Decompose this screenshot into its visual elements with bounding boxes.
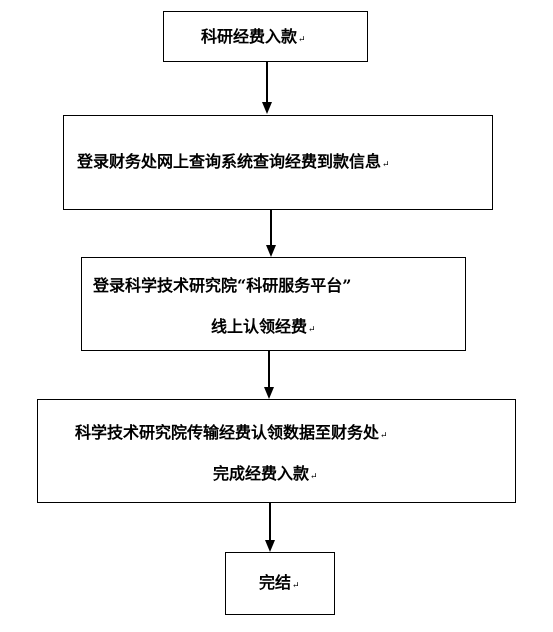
- step-3-text-line-1: 登录科学技术研究院“科研服务平台”: [93, 276, 351, 296]
- arrow-down-icon: [264, 351, 274, 399]
- paragraph-mark-icon: ↵: [380, 431, 388, 441]
- step-1-text: 科研经费入款↵: [201, 27, 306, 50]
- step-4-line-2: 完成经费入款: [213, 464, 310, 483]
- step-5-line-1: 完结: [259, 573, 292, 592]
- step-4-text-line-1: 科学技术研究院传输经费认领数据至财务处↵: [75, 423, 388, 446]
- arrow-down-icon: [265, 503, 275, 552]
- step-4-text-line-2: 完成经费入款↵: [213, 464, 318, 487]
- step-5-text: 完结↵: [259, 573, 300, 596]
- step-2-box: [63, 115, 493, 210]
- paragraph-mark-icon: ↵: [292, 581, 300, 591]
- step-3-box: [81, 257, 466, 351]
- arrow-down-icon: [262, 62, 272, 114]
- step-3-text-line-2: 线上认领经费↵: [211, 317, 316, 340]
- step-5-box: [225, 552, 335, 615]
- step-3-line-2: 线上认领经费: [211, 317, 308, 336]
- step-2-line-1: 登录财务处网上查询系统查询经费到款信息: [77, 152, 382, 171]
- step-4-box: [37, 399, 516, 503]
- step-2-text: 登录财务处网上查询系统查询经费到款信息↵: [77, 152, 390, 175]
- paragraph-mark-icon: ↵: [308, 325, 316, 335]
- paragraph-mark-icon: ↵: [310, 472, 318, 482]
- step-1-box: [163, 11, 368, 62]
- step-3-line-1: 登录科学技术研究院“科研服务平台”: [93, 276, 352, 295]
- paragraph-mark-icon: ↵: [382, 160, 390, 170]
- arrow-down-icon: [266, 210, 276, 257]
- step-1-line-1: 科研经费入款: [201, 27, 298, 46]
- step-4-line-1: 科学技术研究院传输经费认领数据至财务处: [75, 423, 380, 442]
- paragraph-mark-icon: ↵: [298, 35, 306, 45]
